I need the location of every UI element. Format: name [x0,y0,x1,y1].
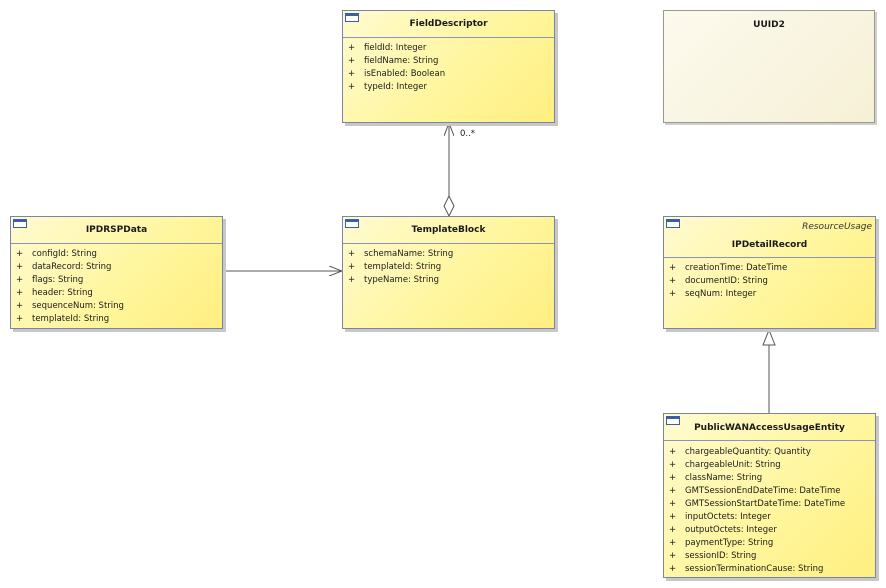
attribute: +GMTSessionStartDateTime: DateTime [669,499,846,509]
attribute: +documentID: String [669,276,768,286]
attribute: +creationTime: DateTime [669,263,788,273]
class-publicwanaccessusageentity[interactable]: PublicWANAccessUsageEntity +chargeableQu… [663,413,876,578]
class-ipdrspdata[interactable]: IPDRSPData +configId: String +dataRecord… [10,216,223,329]
attribute: +outputOctets: Integer [669,525,777,535]
attribute: +GMTSessionEndDateTime: DateTime [669,486,841,496]
attribute-list: +schemaName: String +templateId: String … [343,244,554,287]
attribute: +sequenceNum: String [16,301,124,311]
aggregation-diamond [443,194,455,218]
attribute: +schemaName: String [348,249,454,259]
attribute: +isEnabled: Boolean [348,69,446,79]
attribute: +configId: String [16,249,97,259]
attribute: +templateId: String [16,314,110,324]
class-icon [345,13,359,22]
attribute-list: +creationTime: DateTime +documentID: Str… [664,258,875,301]
class-icon [666,416,680,425]
attribute: +fieldId: Integer [348,43,427,53]
class-header: PublicWANAccessUsageEntity [664,414,875,441]
class-stereotype: ResourceUsage [802,222,872,232]
class-icon [666,219,680,228]
attribute: +typeName: String [348,275,439,285]
class-header: IPDRSPData [11,217,222,244]
class-ipdetailrecord[interactable]: ResourceUsage IPDetailRecord +creationTi… [663,216,876,329]
attribute: +className: String [669,473,763,483]
class-name: FieldDescriptor [409,19,488,29]
class-name: UUID2 [753,20,785,30]
generalization-triangle [762,328,776,346]
class-name: IPDetailRecord [731,240,808,250]
attribute: +chargeableUnit: String [669,460,781,470]
class-templateblock[interactable]: TemplateBlock +schemaName: String +templ… [342,216,555,329]
attribute: +paymentType: String [669,538,774,548]
aggregation-multiplicity: 0..* [460,129,476,139]
attribute: +templateId: String [348,262,442,272]
attribute: +chargeableQuantity: Quantity [669,447,811,457]
attribute: +typeId: Integer [348,82,428,92]
attribute: +inputOctets: Integer [669,512,771,522]
attribute: +sessionTerminationCause: String [669,564,824,574]
class-fielddescriptor[interactable]: FieldDescriptor +fieldId: Integer +field… [342,10,555,123]
attribute-list: +chargeableQuantity: Quantity +chargeabl… [664,441,875,576]
attribute-list: +fieldId: Integer +fieldName: String +is… [343,38,554,94]
attribute-list: +configId: String +dataRecord: String +f… [11,244,222,326]
attribute: +header: String [16,288,93,298]
class-name: PublicWANAccessUsageEntity [694,423,845,433]
class-header: FieldDescriptor [343,11,554,38]
class-uuid2[interactable]: UUID2 [663,10,875,123]
class-name: TemplateBlock [411,225,486,235]
class-header: ResourceUsage IPDetailRecord [664,217,875,258]
attribute: +dataRecord: String [16,262,112,272]
attribute: +flags: String [16,275,84,285]
attribute: +seqNum: Integer [669,289,757,299]
class-header: TemplateBlock [343,217,554,244]
class-icon [13,219,27,228]
class-name: IPDRSPData [85,225,148,235]
class-icon [345,219,359,228]
attribute: +fieldName: String [348,56,439,66]
attribute: +sessionID: String [669,551,757,561]
